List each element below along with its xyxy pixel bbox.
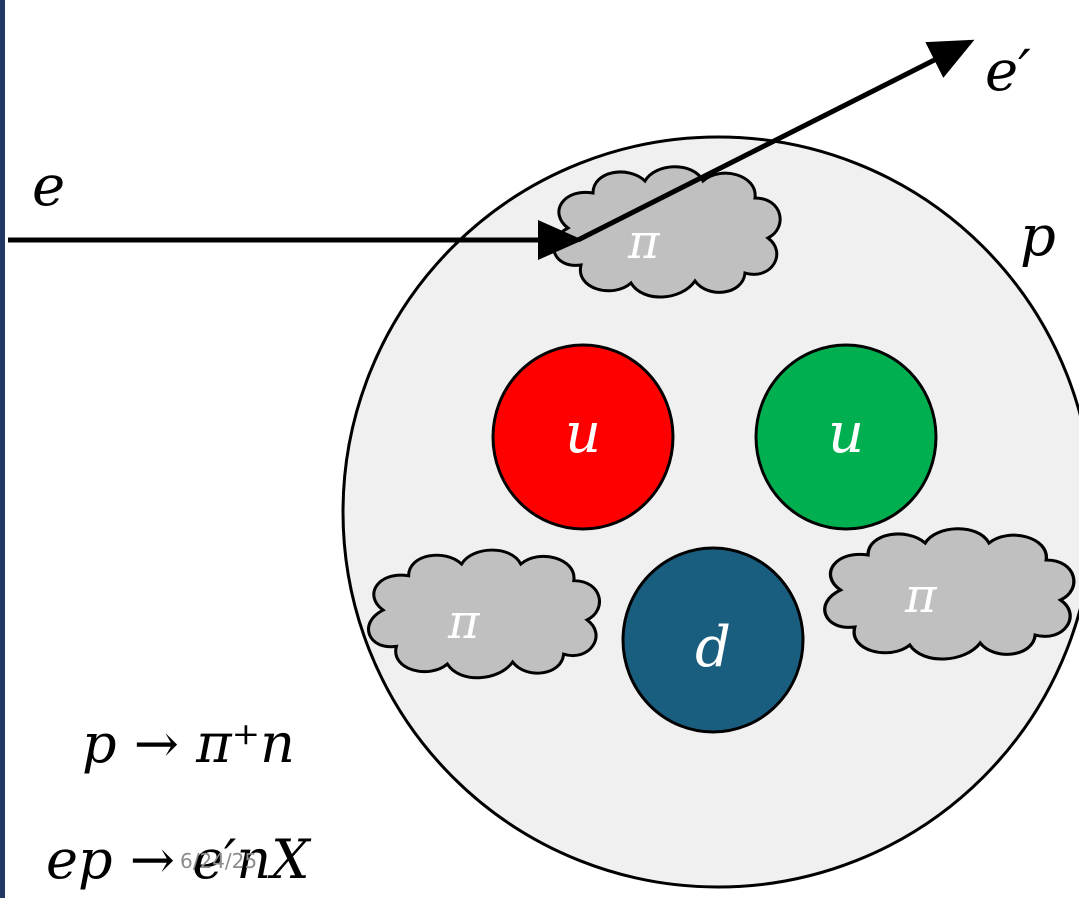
quark-u2-label: u <box>828 401 864 466</box>
reaction-pion-emission: p → π⁺n <box>82 712 295 775</box>
slide-date: 6/24/25 <box>180 849 257 873</box>
pion-label-top: π <box>627 214 661 270</box>
left-edge-bar <box>0 0 5 898</box>
quark-d-label: d <box>695 615 731 680</box>
quark-u1-label: u <box>565 401 601 466</box>
proton-label: p <box>1020 204 1056 269</box>
pion-label-right: π <box>904 568 938 624</box>
incoming-electron-label: e <box>32 154 65 219</box>
scattered-electron-label: e′ <box>985 39 1031 104</box>
pion-label-left: π <box>447 594 481 650</box>
